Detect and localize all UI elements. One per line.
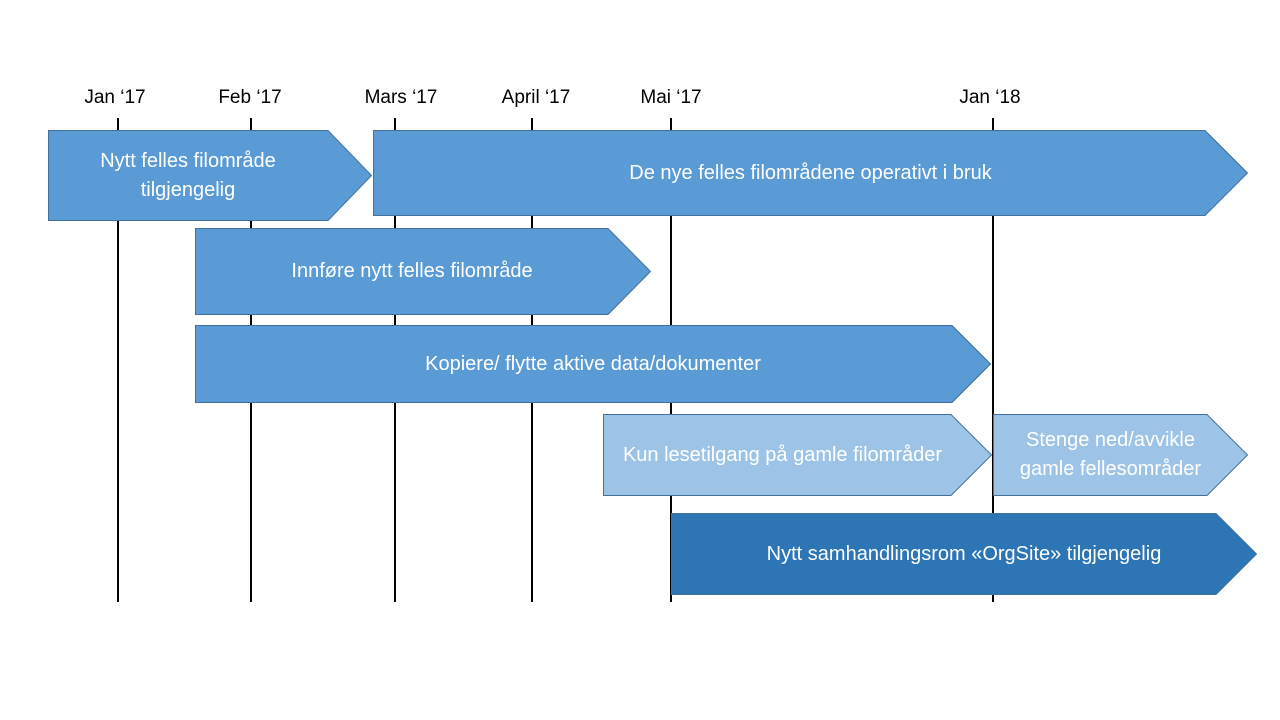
- arrow-label: Nytt felles filområde tilgjengelig: [100, 149, 276, 201]
- tick-label-jan-17: Jan ‘17: [84, 87, 146, 108]
- arrow-polygon: [603, 414, 993, 496]
- timeline-line-jan-18: [992, 118, 994, 602]
- timeline-line-jan-17: [117, 118, 119, 602]
- arrow-shape: [373, 130, 1249, 216]
- arrow-shape: [195, 228, 652, 315]
- arrow-label: De nye felles filområdene operativt i br…: [629, 161, 992, 184]
- phase-arrow-operational-use: De nye felles filområdene operativt i br…: [373, 130, 1249, 216]
- tick-label-mai-17: Mai ‘17: [640, 87, 702, 108]
- tick-label-april-17: April ‘17: [501, 87, 571, 108]
- arrow-label: Kun lesetilgang på gamle filområder: [622, 443, 943, 466]
- arrow-label: Kopiere/ flytte aktive data/dokumenter: [425, 352, 761, 375]
- phase-arrow-new-file-area-available: Nytt felles filområde tilgjengelig: [48, 130, 373, 221]
- phase-arrow-shut-down-old-areas: Stenge ned/avvikle gamle fellesområder: [993, 414, 1249, 496]
- phase-arrow-introduce-file-area: Innføre nytt felles filområde: [195, 228, 652, 315]
- arrow-shape: [48, 130, 373, 221]
- tick-label-mars-17: Mars ‘17: [364, 87, 438, 108]
- arrow-polygon: [195, 325, 992, 403]
- arrow-label: Innføre nytt felles filområde: [291, 260, 533, 282]
- tick-label-feb-17: Feb ‘17: [218, 87, 282, 108]
- arrow-polygon: [671, 513, 1258, 595]
- arrow-shape: [195, 325, 992, 403]
- arrow-polygon: [373, 130, 1249, 216]
- phase-arrow-orgsite-available: Nytt samhandlingsrom «OrgSite» tilgjenge…: [671, 513, 1258, 595]
- arrow-polygon: [48, 130, 373, 221]
- arrow-label: Nytt samhandlingsrom «OrgSite» tilgjenge…: [766, 542, 1162, 565]
- arrow-shape: [603, 414, 993, 496]
- phase-arrow-copy-move-data: Kopiere/ flytte aktive data/dokumenter: [195, 325, 992, 403]
- arrow-label: Stenge ned/avvikle gamle fellesområder: [1019, 429, 1202, 480]
- arrow-shape: [671, 513, 1258, 595]
- phase-arrow-read-only-old-areas: Kun lesetilgang på gamle filområder: [603, 414, 993, 496]
- arrow-polygon: [993, 414, 1249, 496]
- arrow-polygon: [195, 228, 652, 315]
- tick-label-jan-18: Jan ‘18: [959, 87, 1021, 108]
- arrow-shape: [993, 414, 1249, 496]
